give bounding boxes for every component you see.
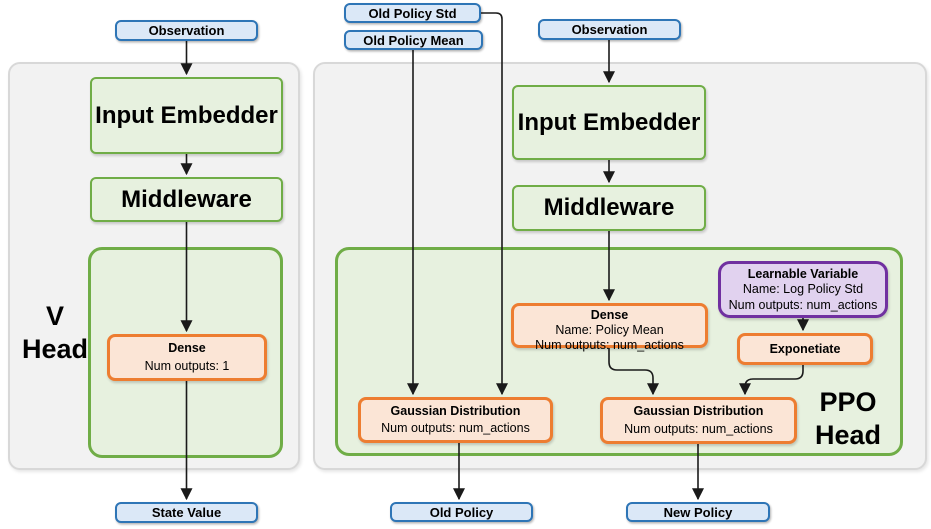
observation-label-ppo: Observation <box>571 22 648 37</box>
middleware-node-v: Middleware <box>90 177 283 222</box>
v-head-title-line2: Head <box>21 334 89 364</box>
ppo-head-title: PPO Head <box>798 386 898 452</box>
middleware-label-v: Middleware <box>121 185 252 213</box>
gaussian-distribution-old-node: Gaussian Distribution Num outputs: num_a… <box>358 397 553 443</box>
input-embedder-label-v: Input Embedder <box>95 101 278 129</box>
wire-dense-to-gaussian-new <box>608 348 659 396</box>
exponetiate-label: Exponetiate <box>769 341 841 356</box>
observation-node-ppo: Observation <box>538 19 681 40</box>
input-embedder-node-v: Input Embedder <box>90 77 283 154</box>
middleware-label-ppo: Middleware <box>543 194 675 221</box>
learnable-variable-name: Name: Log Policy Std <box>742 282 864 296</box>
old-policy-mean-label: Old Policy Mean <box>363 32 464 48</box>
state-value-label: State Value <box>151 505 222 520</box>
v-head-title: V Head <box>10 300 100 366</box>
wire-exponetiate-to-gaussian-new <box>739 365 804 396</box>
ppo-head-title-line2: Head <box>814 420 882 450</box>
new-policy-output-label: New Policy <box>663 504 733 520</box>
dense-outputs-ppo: Num outputs: num_actions <box>535 338 684 352</box>
gaussian-new-outputs: Num outputs: num_actions <box>624 421 773 436</box>
observation-node-v: Observation <box>115 20 258 41</box>
dense-outputs-v: Num outputs: 1 <box>144 358 230 373</box>
v-head-title-line1: V <box>45 301 64 331</box>
wire-old-policy-std-to-gaussian-old <box>481 12 508 396</box>
old-policy-std-label: Old Policy Std <box>368 5 457 21</box>
dense-title-v: Dense <box>168 341 206 356</box>
learnable-variable-outputs: Num outputs: num_actions <box>728 297 878 312</box>
dense-node-ppo: Dense Name: Policy Mean Num outputs: num… <box>511 303 708 352</box>
observation-label-v: Observation <box>148 23 225 38</box>
input-embedder-label-ppo: Input Embedder <box>517 108 701 136</box>
learnable-variable-title: Learnable Variable <box>747 266 859 281</box>
old-policy-std-node: Old Policy Std <box>344 3 481 23</box>
old-policy-mean-node: Old Policy Mean <box>344 30 483 50</box>
middleware-node-ppo: Middleware <box>512 185 706 231</box>
dense-title-ppo: Dense <box>590 308 629 322</box>
new-policy-output-node: New Policy <box>626 502 770 522</box>
dense-node-v: Dense Num outputs: 1 <box>107 334 267 381</box>
old-policy-output-label: Old Policy <box>429 504 494 520</box>
exponetiate-node: Exponetiate <box>737 333 873 365</box>
dense-name-ppo: Name: Policy Mean <box>555 323 664 337</box>
learnable-variable-node: Learnable Variable Name: Log Policy Std … <box>718 261 888 318</box>
state-value-node: State Value <box>115 502 258 523</box>
gaussian-old-outputs: Num outputs: num_actions <box>381 421 530 435</box>
gaussian-old-title: Gaussian Distribution <box>390 404 521 418</box>
input-embedder-node-ppo: Input Embedder <box>512 85 706 160</box>
gaussian-new-title: Gaussian Distribution <box>633 404 764 419</box>
ppo-head-title-line1: PPO <box>819 387 877 417</box>
gaussian-distribution-new-node: Gaussian Distribution Num outputs: num_a… <box>600 397 797 444</box>
old-policy-output-node: Old Policy <box>390 502 533 522</box>
